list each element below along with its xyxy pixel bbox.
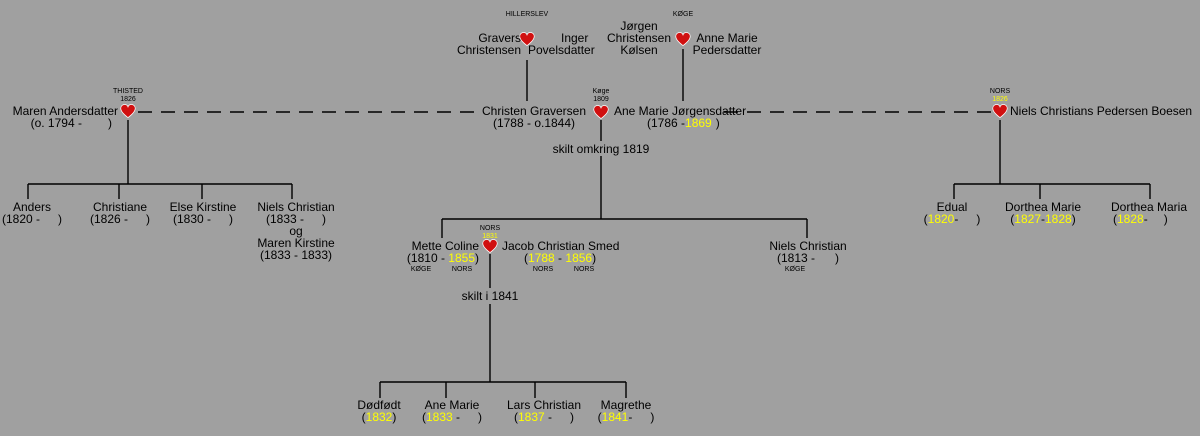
death-year: 1828 <box>1045 212 1072 226</box>
lifespan: (1833 - 1833) <box>259 248 333 262</box>
person-gravers-christensen: Gravers Christensen <box>457 32 521 56</box>
birth-year: 1833 <box>425 410 453 424</box>
person-mette-coline: Mette Coline (1810 - 1855) <box>406 239 479 265</box>
child-else-kirstine: Else Kirstine (1830 -) <box>169 200 237 226</box>
person-name: Dødfødt <box>357 398 401 412</box>
birth-place: NORS <box>532 266 554 273</box>
name-line: Christensen <box>456 43 521 57</box>
marriage-place-nors: NORS <box>989 88 1011 95</box>
person-name: Ane Marie <box>424 398 480 412</box>
person-jacob-christian-smed: Jacob Christian Smed (1788 - 1856) <box>502 239 620 265</box>
name-line: Anne Marie <box>696 31 758 45</box>
name-line: Inger <box>561 31 589 45</box>
heart-icon <box>482 239 498 253</box>
lifespan: (o. 1794 - <box>30 116 82 130</box>
death-place: NORS <box>451 266 473 273</box>
marriage-year: 1826 <box>992 96 1008 103</box>
person-name: Maren Andersdatter <box>12 104 118 118</box>
marriage-year: 1831 <box>482 233 498 240</box>
death-year: 1856 <box>565 251 593 265</box>
child-christiane: Christiane (1826 -) <box>89 200 151 226</box>
death-year: 1869 <box>685 116 712 130</box>
lifespan: (1820 - <box>1 212 41 226</box>
person-niels-christian-1813: Niels Christian (1813 -) <box>769 239 847 265</box>
heart-icon <box>593 105 609 119</box>
grandchild-doedfoedt: Dødfødt (1832) <box>357 398 401 424</box>
lifespan: (1826 - <box>89 212 129 226</box>
person-name: Else Kirstine <box>169 200 237 214</box>
marriage-year: 1809 <box>593 96 609 103</box>
birth-place: KØGE <box>410 266 432 273</box>
person-name: Dorthea Maria <box>1110 200 1188 214</box>
lifespan: (1788 - o.1844) <box>492 116 576 130</box>
marriage-place-nors: NORS <box>479 225 501 232</box>
child-anders: Anders (1820 -) <box>1 200 63 226</box>
child-niels-christian-and-maren-kirstine: Niels Christian (1833 -) og Maren Kirsti… <box>257 200 335 262</box>
person-name: Anders <box>12 200 52 214</box>
connector-word: og <box>289 224 303 238</box>
birth-year: 1841 <box>601 410 629 424</box>
marriage-place-hillerslev: HILLERSLEV <box>505 11 549 18</box>
name-line: Jørgen <box>620 19 658 33</box>
lifespan: (1813 - <box>776 251 816 265</box>
marriage-place-koege: Køge <box>592 88 610 95</box>
grandchild-lars-christian: Lars Christian (1837 -) <box>506 398 582 424</box>
child-dorthea-maria: Dorthea Maria (1828-) <box>1110 200 1188 226</box>
lifespan: (1830 - <box>172 212 212 226</box>
heart-icon <box>992 104 1008 118</box>
person-name: Niels Christian <box>257 200 335 214</box>
child-edual: Edual (1820-) <box>923 200 981 226</box>
name-line: Pedersdatter <box>692 43 762 57</box>
person-name: Dorthea Marie <box>1004 200 1082 214</box>
divorce-note: skilt omkring 1819 <box>552 142 650 156</box>
death-place: NORS <box>573 266 595 273</box>
child-dorthea-marie: Dorthea Marie (1827-1828) <box>1004 200 1082 226</box>
birth-year: 1820 <box>927 212 955 226</box>
person-anne-marie-pedersdatter: Anne Marie Pedersdatter <box>693 32 762 56</box>
name-line: Christensen <box>606 31 672 45</box>
person-name: Magrethe <box>600 398 652 412</box>
birth-year: 1828 <box>1116 212 1144 226</box>
person-name: Lars Christian <box>506 398 582 412</box>
person-name: Christiane <box>92 200 148 214</box>
death-year: 1855 <box>448 251 475 265</box>
person-maren-andersdatter: Maren Andersdatter (o. 1794 -) <box>12 104 118 130</box>
person-name: Edual <box>936 200 968 214</box>
person-joergen-christensen-koelsen: Jørgen Christensen Kølsen <box>607 20 671 56</box>
birth-year: (1810 - <box>406 251 445 265</box>
person-niels-christians-pedersen-boesen: Niels Christians Pedersen Boesen <box>1010 104 1193 118</box>
heart-icon <box>675 32 691 46</box>
name-line: Kølsen <box>620 43 658 57</box>
name-line: Gravers <box>478 31 521 45</box>
marriage-year: 1826 <box>120 96 136 103</box>
person-name: Christen Graversen <box>481 104 587 118</box>
marriage-place-koege: KØGE <box>672 11 694 18</box>
marriage-place-thisted: THISTED <box>113 88 143 95</box>
person-name: Jacob Christian Smed <box>502 239 620 253</box>
person-name: Mette Coline <box>411 239 479 253</box>
person-christen-graversen: Christen Graversen (1788 - o.1844) <box>482 105 586 129</box>
person-ane-marie-joergensdatter: Ane Marie Jørgensdatter (1786 -1869) <box>614 104 747 130</box>
grandchild-ane-marie: Ane Marie (1833 -) <box>421 398 483 424</box>
birth-year: 1788 <box>528 251 555 265</box>
person-name: Maren Kirstine <box>257 236 335 250</box>
birth-year: 1832 <box>365 410 393 424</box>
birth-year: (1786 - <box>647 116 686 130</box>
divorce-note: skilt i 1841 <box>461 289 519 303</box>
person-inger-povelsdatter: Inger Povelsdatter <box>528 32 595 56</box>
lifespan: (1833 - <box>265 212 305 226</box>
heart-icon <box>519 32 535 46</box>
person-name: Niels Christian <box>769 239 847 253</box>
grandchild-magrethe: Magrethe (1841-) <box>597 398 655 424</box>
birth-year: 1837 <box>517 410 545 424</box>
birth-place: KØGE <box>784 266 806 273</box>
heart-icon <box>120 104 136 118</box>
birth-year: 1827 <box>1014 212 1041 226</box>
name-line: Povelsdatter <box>528 43 595 57</box>
person-name: Ane Marie Jørgensdatter <box>614 104 747 118</box>
